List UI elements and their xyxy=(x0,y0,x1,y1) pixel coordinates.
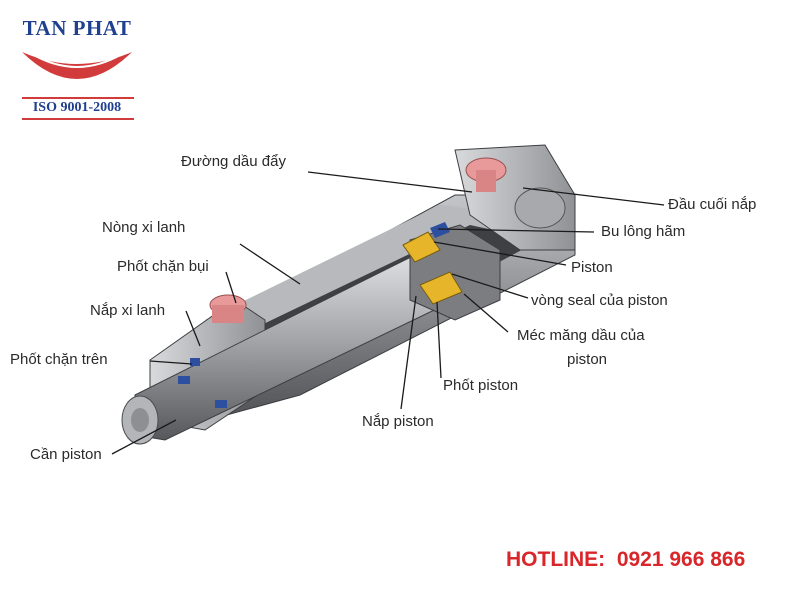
label-nap-piston: Nắp piston xyxy=(362,413,434,430)
label-duong-dau-day: Đường dầu đẩy xyxy=(181,153,286,170)
label-bu-long-ham: Bu lông hãm xyxy=(601,223,686,240)
hotline: HOTLINE: 0921 966 866 xyxy=(506,548,745,572)
label-phot-piston: Phốt piston xyxy=(443,377,519,394)
logo-iso-text: ISO 9001-2008 xyxy=(32,100,122,115)
label-dau-cuoi-nap: Đầu cuối nắp xyxy=(668,196,757,213)
label-mec-mang-line1: Méc măng dầu của xyxy=(517,327,645,344)
end-cap xyxy=(454,144,576,251)
label-mec-mang-line2: piston xyxy=(567,351,608,368)
logo-swoosh-icon xyxy=(22,52,132,79)
label-phot-chan-tren: Phốt chặn trên xyxy=(10,351,108,368)
label-phot-chan-bui: Phốt chặn bụi xyxy=(117,258,209,275)
logo-brand-text: TAN PHAT xyxy=(22,16,132,40)
hotline-label: HOTLINE: xyxy=(506,548,606,571)
logo-rule-bottom xyxy=(22,118,134,120)
label-nong-xi-lanh: Nòng xi lanh xyxy=(102,219,186,236)
label-nap-xi-lanh: Nắp xi lanh xyxy=(90,302,166,319)
label-can-piston: Cần piston xyxy=(30,446,102,463)
logo-rule-top xyxy=(22,97,134,99)
piston-assembly xyxy=(402,222,501,321)
company-logo: TAN PHAT ISO 9001-2008 xyxy=(18,12,136,120)
head-seals xyxy=(178,358,227,408)
label-piston: Piston xyxy=(571,259,613,276)
hotline-number[interactable]: 0921 966 866 xyxy=(616,548,746,571)
label-vong-seal: vòng seal của piston xyxy=(531,292,668,309)
label-leaders xyxy=(111,171,665,455)
hydraulic-cylinder-illustration xyxy=(111,144,665,455)
